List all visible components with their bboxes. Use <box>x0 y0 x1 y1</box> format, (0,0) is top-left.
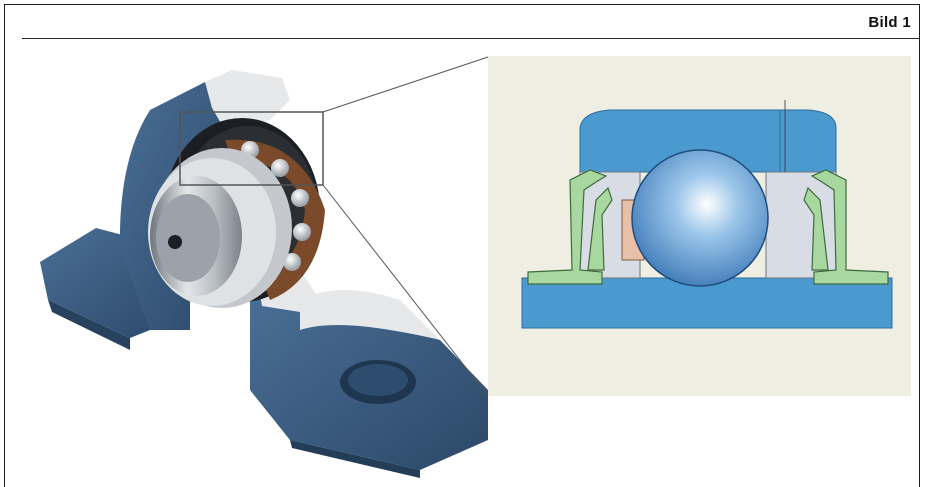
cage-ball-3 <box>291 189 309 207</box>
zoom-line-top <box>322 56 489 113</box>
cage-ball-2 <box>271 159 289 177</box>
seal-right <box>810 169 889 285</box>
detail-section <box>488 56 911 396</box>
zoom-line-bottom <box>322 184 489 397</box>
figure-frame <box>4 4 920 487</box>
ball <box>631 149 769 287</box>
housing-3d-view <box>40 70 488 478</box>
cutaway-face-top <box>205 70 290 130</box>
zoom-box <box>179 111 324 186</box>
figure-label: Bild 1 <box>868 14 911 31</box>
header-rule <box>22 38 919 39</box>
cage-ball-5 <box>283 253 301 271</box>
set-screw <box>168 235 182 249</box>
seal-left <box>527 169 608 285</box>
cage-ball-4 <box>293 223 311 241</box>
outer-ring-section <box>579 109 837 173</box>
